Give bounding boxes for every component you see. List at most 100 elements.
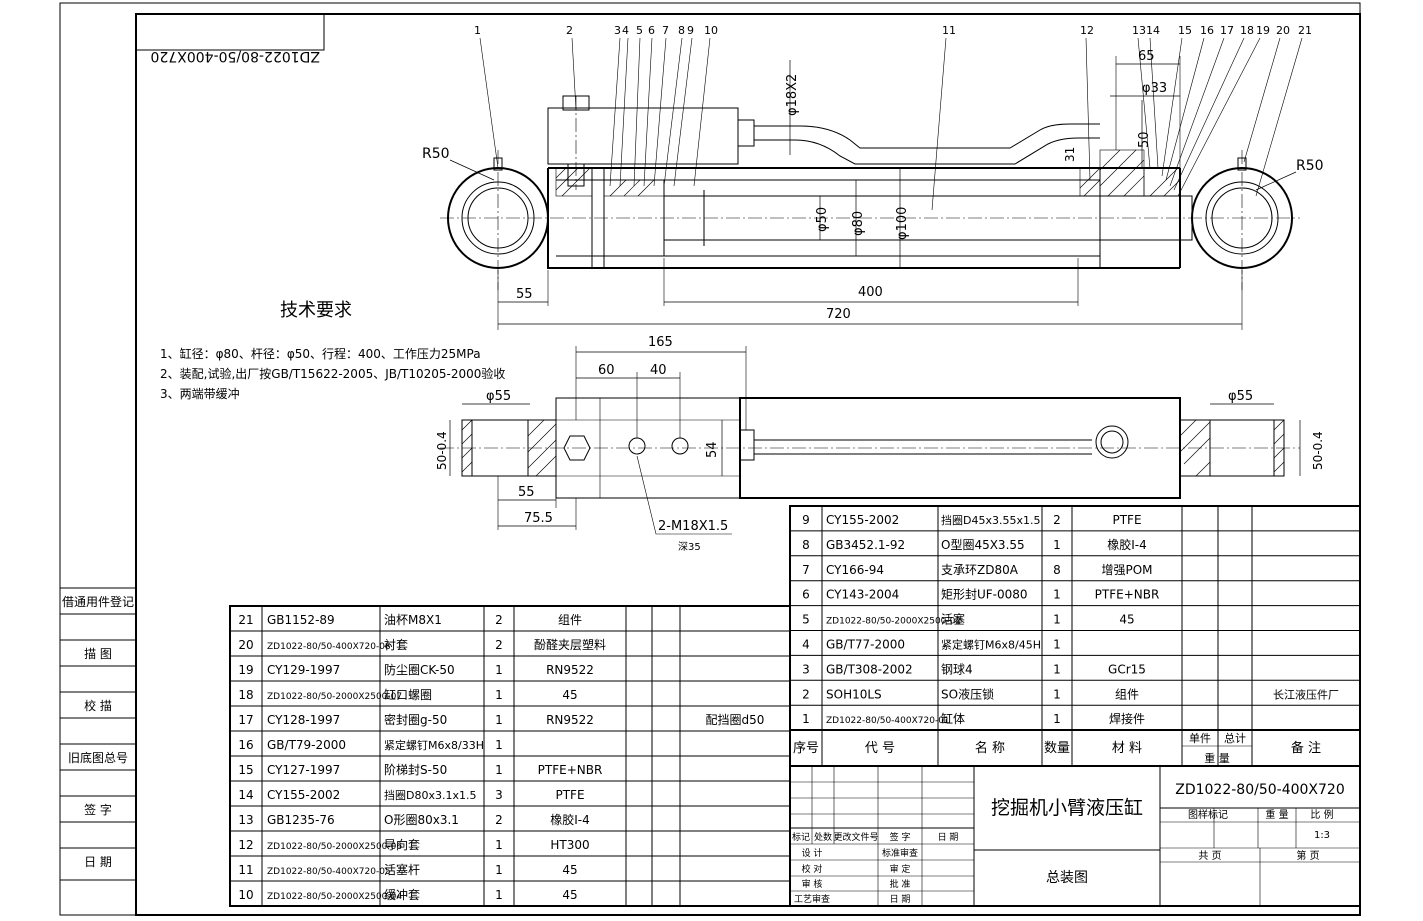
side-old-base-no: 旧底图总号 <box>68 750 128 765</box>
bom-lower-remark: 配挡圈d50 <box>706 713 765 727</box>
drawing-number: ZD1022-80/50-400X720 <box>1175 782 1344 798</box>
role-standard: 标准审查 <box>882 847 918 859</box>
bom-lower-material: HT300 <box>550 838 589 852</box>
balloon-6: 6 <box>648 24 655 37</box>
drawing-number-mirrored: ZD1022-80/50-400X720 <box>151 48 320 64</box>
balloon-15: 15 <box>1178 24 1192 37</box>
balloon-10: 10 <box>704 24 718 37</box>
balloon-4: 4 <box>622 24 629 37</box>
side-borrow-register: 借通用件登记 <box>62 594 134 609</box>
bom-lower-name: 挡圈D80x3.1x1.5 <box>384 788 476 802</box>
bom-lower-qty: 1 <box>495 688 503 702</box>
tech-req-heading: 技术要求 <box>280 300 352 321</box>
bom-upper-no: 4 <box>802 638 810 652</box>
dim-65: 65 <box>1138 49 1155 64</box>
bom-lower-no: 17 <box>238 713 253 727</box>
bom-upper-name: 缸体 <box>941 711 965 726</box>
technical-requirements: 技术要求 1、缸径：φ80、杆径：φ50、行程：400、工作压力25MPa 2、… <box>160 300 505 401</box>
bom-lower-no: 13 <box>238 813 253 827</box>
bom-upper-qty: 2 <box>1053 513 1061 527</box>
bom-upper-qty: 1 <box>1053 613 1061 627</box>
stage-mark-label: 图样标记 <box>1188 808 1228 821</box>
dim-d55-left: φ55 <box>486 389 511 404</box>
sheet-total: 共 页 <box>1198 850 1221 862</box>
bom-lower-no: 11 <box>238 863 253 877</box>
bom-upper-code: SOH10LS <box>826 687 882 701</box>
bom-lower-code: GB/T79-2000 <box>267 738 346 752</box>
outer-border <box>59 2 1361 916</box>
role-process: 工艺审查 <box>794 893 830 905</box>
rev-count-header: 处数 <box>814 831 832 843</box>
balloon-19: 19 <box>1256 24 1270 37</box>
dim-d55-right: φ55 <box>1228 389 1253 404</box>
bom-lower-code: ZD1022-80/50-2000X2500-06 <box>267 842 402 852</box>
bom-upper-material: PTFE+NBR <box>1095 588 1160 602</box>
role-check: 校 对 <box>802 863 823 875</box>
bom-header-name: 名 称 <box>975 740 1005 756</box>
dim-d80: φ80 <box>851 211 866 236</box>
bom-lower-name: 活塞杆 <box>384 862 420 877</box>
bom-upper-qty: 1 <box>1053 638 1061 652</box>
dim-d50: φ50 <box>815 207 830 232</box>
bom-upper-code: CY143-2004 <box>826 588 899 602</box>
bom-header-no: 序号 <box>793 741 819 756</box>
bom-lower-material: 组件 <box>558 613 582 627</box>
weight-label: 重 量 <box>1265 808 1288 821</box>
role-date: 日 期 <box>890 894 911 905</box>
role-design: 设 计 <box>802 847 823 859</box>
bom-upper-material: PTFE <box>1112 513 1141 527</box>
top-view: 165 60 40 54 φ55 φ55 50-0.4 50-0.4 55 75… <box>435 335 1325 553</box>
dim-d33: φ33 <box>1142 81 1167 96</box>
bom-upper-no: 9 <box>802 513 810 527</box>
rev-doc-header: 更改文件号 <box>833 831 878 843</box>
bom-header-weight: 重 量 <box>1204 751 1230 765</box>
bom-lower-code: ZD1022-80/50-2000X2500-07 <box>267 692 402 702</box>
bom-header-unit: 单件 <box>1189 732 1211 745</box>
tech-req-item-3: 3、两端带缓冲 <box>160 386 240 401</box>
bom-upper-code: GB/T77-2000 <box>826 638 905 652</box>
inner-frame <box>135 13 1361 916</box>
bom-lower-qty: 1 <box>495 888 503 902</box>
bom-upper-code: CY155-2002 <box>826 513 899 527</box>
bom-lower-name: 缓冲套 <box>384 887 420 902</box>
bom-lower-material: 45 <box>562 888 577 902</box>
drawing-title: 挖掘机小臂液压缸 <box>991 797 1143 819</box>
bom-lower-name: 紧定螺钉M6x8/33H <box>384 738 484 752</box>
bom-upper-name: SO液压锁 <box>941 686 994 701</box>
balloon-21: 21 <box>1298 24 1312 37</box>
bom-lower-qty: 1 <box>495 763 503 777</box>
bom-upper-qty: 1 <box>1053 538 1061 552</box>
bom-lower-material: RN9522 <box>546 663 594 677</box>
bom-lower-qty: 2 <box>495 638 503 652</box>
balloon-1: 1 <box>474 24 481 37</box>
bom-lower-name: O形圈80x3.1 <box>384 813 459 827</box>
dim-31: 31 <box>1063 147 1077 162</box>
bom-upper-code: ZD1022-80/50-400X720-01 <box>826 716 950 726</box>
side-block: 借通用件登记 描 图 校 描 旧底图总号 签 字 日 期 <box>59 587 137 881</box>
bom-upper-no: 1 <box>802 712 810 726</box>
bom-upper-no: 5 <box>802 613 810 627</box>
title-block: 标记 处数 更改文件号 签 字 日 期 设 计 校 对 审 核 工艺审查 标准审… <box>789 765 1361 907</box>
role-ratify: 批 准 <box>890 878 911 890</box>
bom-lower-no: 15 <box>238 763 253 777</box>
tech-req-item-2: 2、装配,试验,出厂按GB/T15622-2005、JB/T10205-2000… <box>160 366 505 381</box>
side-signature: 签 字 <box>84 802 112 817</box>
bom-lower-name: 密封圈g-50 <box>384 712 447 727</box>
balloon-17: 17 <box>1220 24 1234 37</box>
role-review: 审 核 <box>802 878 823 890</box>
balloon-labels: 1 2 3 4 5 6 7 8 9 10 11 12 13 14 15 16 1… <box>474 24 1312 211</box>
bom-header-total: 总计 <box>1224 731 1246 745</box>
bom-upper-code: GB3452.1-92 <box>826 538 905 552</box>
bom-upper-no: 2 <box>802 687 810 701</box>
bom-lower-no: 12 <box>238 838 253 852</box>
bom-lower-qty: 1 <box>495 713 503 727</box>
bom-lower-code: ZD1022-80/50-400X720-08 <box>267 642 391 652</box>
dim-tol-right: 50-0.4 <box>1311 431 1325 470</box>
rev-date-header: 日 期 <box>938 832 959 843</box>
bom-lower-name: 导向套 <box>384 837 420 852</box>
bom-lower-code: CY128-1997 <box>267 713 340 727</box>
scale-value: 1:3 <box>1314 830 1330 841</box>
bom-lower-qty: 2 <box>495 813 503 827</box>
